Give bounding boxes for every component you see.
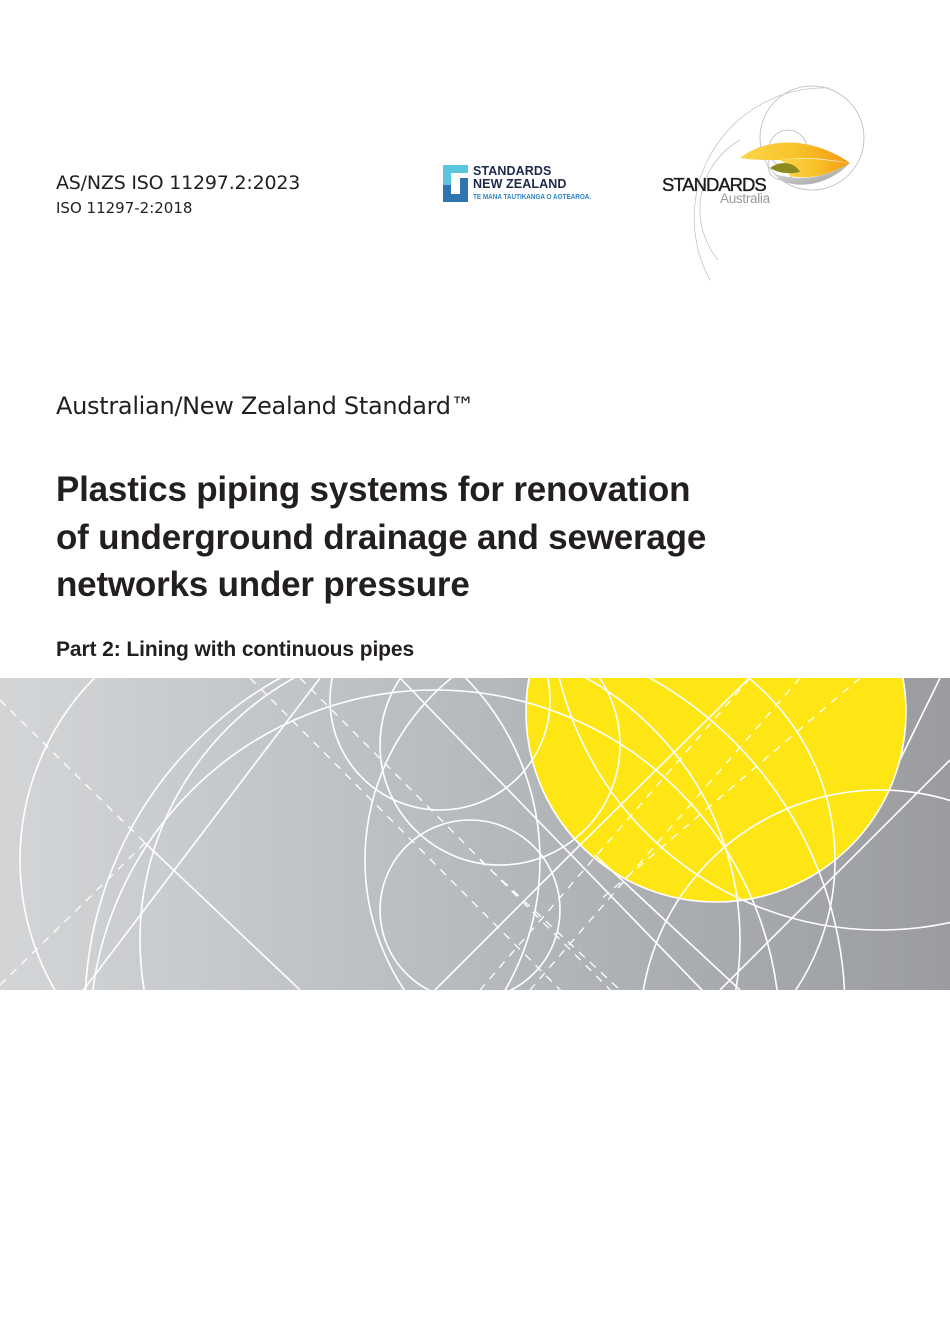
title-line: Plastics piping systems for renovation: [56, 470, 691, 509]
standards-nz-square-icon: [443, 165, 468, 202]
sa-logo-wordmark: STANDARDS: [662, 174, 767, 195]
nz-logo-line2: NEW ZEALAND: [473, 177, 567, 191]
standards-nz-logo: STANDARDS NEW ZEALAND TE MANA TAUTIKANGA…: [443, 165, 613, 205]
standard-number: AS/NZS ISO 11297.2:2023: [56, 172, 301, 194]
standards-australia-swoosh-icon: [693, 85, 865, 281]
cover-artwork-band: [0, 678, 950, 990]
nz-logo-tagline: TE MANA TAUTIKANGA O AOTEAROA.: [473, 192, 592, 201]
title-line: of underground drainage and sewerage: [56, 517, 707, 557]
standards-australia-logo: STANDARDS Australia: [640, 80, 880, 290]
nz-logo-line1: STANDARDS: [473, 164, 552, 178]
part-subtitle: Part 2: Lining with continuous pipes: [56, 638, 415, 661]
title-line: networks under pressure: [56, 565, 470, 604]
iso-number: ISO 11297-2:2018: [56, 199, 193, 217]
geometric-artwork: [0, 678, 950, 990]
standard-type: Australian/New Zealand Standard™: [56, 392, 475, 420]
sa-logo-sub: Australia: [720, 191, 770, 206]
document-title: Plastics piping systems for renovation o…: [56, 466, 856, 609]
